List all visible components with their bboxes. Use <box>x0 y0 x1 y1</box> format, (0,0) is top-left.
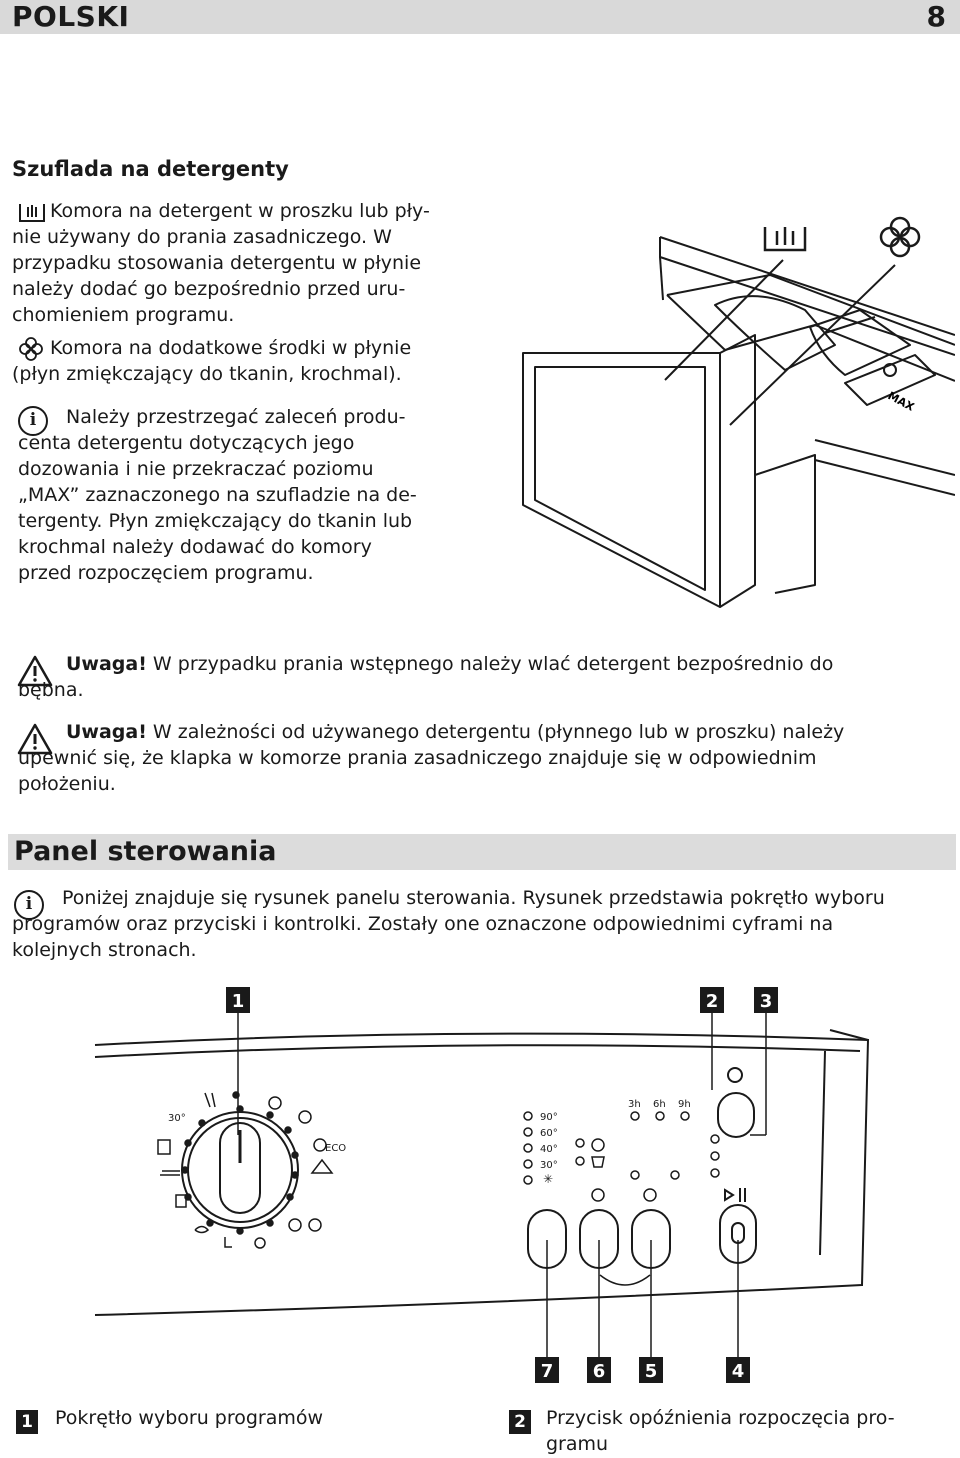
drawer-info-paragraph: Należy przestrzegać zaleceń produ- centa… <box>18 404 488 586</box>
legend-number: 2 <box>509 1410 531 1434</box>
delay-9h-label: 9h <box>678 1099 691 1110</box>
delay-6h-label: 6h <box>653 1099 666 1110</box>
callout-4: 4 <box>726 1357 750 1383</box>
warning-icon <box>17 723 53 755</box>
control-panel-illustration: 1 2 3 30° ECO <box>94 987 870 1383</box>
callout-6-label: 6 <box>593 1361 606 1382</box>
drawer-main-wash-icon <box>763 227 807 252</box>
section-title: Panel sterowania <box>14 836 277 867</box>
warning-icon <box>17 655 53 687</box>
callout-1: 1 <box>226 987 250 1013</box>
legend-1-text: Pokrętło wyboru programów <box>55 1407 324 1429</box>
warning-text: W zależności od używanego detergentu (pł… <box>18 721 845 795</box>
main-wash-compartment-icon <box>19 204 45 222</box>
softener-paragraph: Komora na dodatkowe środki w płynie (pły… <box>12 335 482 387</box>
warning-1: Uwaga! W przypadku prania wstępnego nale… <box>18 651 948 703</box>
prewash-text: Komora na detergent w proszku lub pły- n… <box>12 200 430 326</box>
delay-start-button[interactable] <box>717 1067 755 1138</box>
section-bar <box>8 834 956 870</box>
callout-2: 2 <box>700 987 724 1013</box>
callout-5: 5 <box>639 1357 663 1383</box>
callout-3-label: 3 <box>760 991 773 1012</box>
dial-30-label: 30° <box>168 1113 186 1124</box>
callout-4-label: 4 <box>732 1361 745 1382</box>
panel-info-paragraph: Poniżej znajduje się rysunek panelu ster… <box>12 885 957 963</box>
softener-flower-icon <box>19 337 43 361</box>
drawer-softener-icon <box>879 216 921 258</box>
callout-7: 7 <box>535 1357 559 1383</box>
temp-60-label: 60° <box>540 1128 558 1139</box>
softener-text: Komora na dodatkowe środki w płynie (pły… <box>12 337 412 385</box>
callout-5-label: 5 <box>645 1361 658 1382</box>
warning-text: W przypadku prania wstępnego należy wlać… <box>18 653 834 701</box>
legend-2-text: Przycisk opóźnienia rozpoczęcia pro- gra… <box>546 1407 895 1455</box>
callout-2-label: 2 <box>706 991 719 1012</box>
drawer-title: Szuflada na detergenty <box>12 157 289 181</box>
cold-icon: ✳ <box>543 1172 553 1186</box>
prewash-paragraph: Komora na detergent w proszku lub pły- n… <box>12 198 482 328</box>
dial-eco-label: ECO <box>325 1143 346 1154</box>
panel-info-text: Poniżej znajduje się rysunek panelu ster… <box>12 887 885 961</box>
delay-3h-label: 3h <box>628 1099 641 1110</box>
callout-3: 3 <box>754 987 778 1013</box>
callout-1-label: 1 <box>232 991 245 1012</box>
detergent-drawer-illustration: MAX <box>522 216 955 608</box>
drawer-info-text: Należy przestrzegać zaleceń produ- centa… <box>18 406 417 584</box>
temp-30-label: 30° <box>540 1160 558 1171</box>
callout-7-label: 7 <box>541 1361 554 1382</box>
legend-number: 1 <box>16 1410 38 1434</box>
temp-40-label: 40° <box>540 1144 558 1155</box>
page-number: 8 <box>926 0 946 33</box>
callout-6: 6 <box>587 1357 611 1383</box>
warning-label: Uwaga! <box>66 653 147 675</box>
header-bar <box>0 0 960 34</box>
warning-2: Uwaga! W zależności od używanego deterge… <box>18 719 948 797</box>
info-icon: i <box>14 890 44 920</box>
program-dial[interactable] <box>181 1111 299 1229</box>
warning-label: Uwaga! <box>66 721 147 743</box>
temp-90-label: 90° <box>540 1112 558 1123</box>
max-label: MAX <box>886 389 917 414</box>
language-label: POLSKI <box>12 0 130 33</box>
info-icon: i <box>18 406 48 436</box>
